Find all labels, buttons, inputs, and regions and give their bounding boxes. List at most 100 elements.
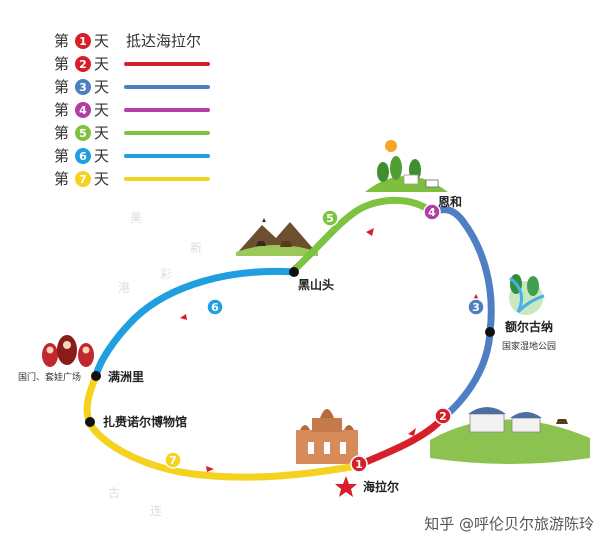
yurt-roof bbox=[468, 407, 506, 414]
legend-prefix: 第 bbox=[54, 55, 69, 73]
legend-suffix: 天 bbox=[94, 32, 109, 50]
church-dome-icon bbox=[344, 425, 354, 430]
legend-suffix: 天 bbox=[94, 170, 109, 188]
place-labels: 恩和 黑山头 额尔古纳 国家湿地公园 满洲里 国门、套娃广场 扎赉诺尔博物馆 海… bbox=[18, 194, 556, 494]
legend-day-number: 2 bbox=[79, 58, 87, 71]
tree-icon bbox=[390, 156, 402, 180]
stop-dots bbox=[85, 267, 495, 427]
label-erguna-sub: 国家湿地公园 bbox=[502, 340, 556, 352]
yurt-roof bbox=[510, 412, 542, 418]
heishantou-illustration bbox=[236, 218, 318, 256]
route-marker-label: 6 bbox=[211, 301, 219, 314]
tree-icon bbox=[527, 276, 539, 296]
direction-arrow-icon bbox=[366, 228, 374, 236]
legend-suffix: 天 bbox=[94, 78, 109, 96]
route-marker-label: 7 bbox=[169, 454, 177, 467]
church-window bbox=[308, 442, 314, 454]
matryoshka-doll-icon bbox=[57, 335, 77, 365]
moon-icon bbox=[262, 218, 266, 222]
matryoshka-doll-icon bbox=[78, 343, 94, 367]
yurt-icon bbox=[469, 413, 505, 433]
route-segment-day-7 bbox=[83, 372, 360, 481]
church-upper bbox=[312, 418, 342, 432]
svg-text:美: 美 bbox=[130, 211, 142, 225]
legend-day-badge bbox=[75, 33, 91, 49]
direction-arrow-icon bbox=[206, 466, 214, 472]
route-marker-day-2 bbox=[434, 407, 452, 425]
grass-strip bbox=[236, 245, 318, 256]
legend-day-number: 3 bbox=[79, 81, 87, 94]
doll-face bbox=[46, 346, 54, 354]
legend-day-badge bbox=[75, 148, 91, 164]
route-marker-label: 2 bbox=[439, 410, 447, 423]
legend-row-day-6: 第 6 天 bbox=[54, 147, 210, 165]
label-museum: 扎赉诺尔博物馆 bbox=[103, 414, 187, 429]
legend-prefix: 第 bbox=[54, 78, 69, 96]
svg-text:古: 古 bbox=[108, 485, 120, 500]
legend-day-badge bbox=[75, 79, 91, 95]
legend-day-1-text: 抵达海拉尔 bbox=[126, 32, 201, 50]
legend-day-number: 5 bbox=[79, 127, 87, 140]
horse-icon bbox=[556, 419, 568, 424]
legend-day-number: 7 bbox=[79, 173, 87, 186]
direction-arrow-icon bbox=[408, 428, 416, 436]
route-marker-day-4 bbox=[423, 203, 441, 221]
legend-day-badge bbox=[75, 102, 91, 118]
legend-prefix: 第 bbox=[54, 170, 69, 188]
yurt-icon bbox=[511, 417, 541, 433]
legend-suffix: 天 bbox=[94, 147, 109, 165]
legend-day-number: 1 bbox=[79, 35, 87, 48]
route-marker-day-7 bbox=[164, 451, 182, 469]
doll-face bbox=[63, 341, 71, 349]
house-icon bbox=[403, 174, 419, 185]
legend-row-day-2: 第 2 天 bbox=[54, 55, 210, 73]
church-window bbox=[340, 442, 346, 454]
legend-suffix: 天 bbox=[94, 55, 109, 73]
route bbox=[83, 196, 495, 481]
enhe-illustration bbox=[365, 140, 448, 192]
matryoshka-illustration bbox=[42, 335, 94, 367]
legend-prefix: 第 bbox=[54, 147, 69, 165]
church-window bbox=[324, 442, 330, 454]
legend-row-day-7: 第 7 天 bbox=[54, 170, 210, 188]
horse-icon bbox=[256, 241, 266, 246]
route-segment-day-3 bbox=[428, 206, 495, 422]
legend-prefix: 第 bbox=[54, 124, 69, 142]
river-icon bbox=[509, 276, 545, 314]
route-segment-day-6 bbox=[92, 267, 298, 380]
label-hailaer: 海拉尔 bbox=[363, 479, 399, 494]
tree-icon bbox=[377, 162, 389, 182]
stop-dot-heishantou bbox=[289, 267, 299, 277]
route-marker-label: 5 bbox=[326, 212, 334, 225]
svg-text:港: 港 bbox=[118, 281, 130, 295]
route-marker-day-3 bbox=[467, 298, 485, 316]
legend-prefix: 第 bbox=[54, 101, 69, 119]
stop-dot-erguna bbox=[485, 327, 495, 337]
label-erguna: 额尔古纳 bbox=[505, 319, 553, 334]
route-day-markers: 1 2 3 4 5 6 7 bbox=[164, 203, 485, 473]
cow-icon bbox=[425, 179, 439, 188]
legend-day-badge bbox=[75, 56, 91, 72]
route-marker-label: 4 bbox=[428, 206, 436, 219]
church-dome-icon bbox=[300, 425, 310, 430]
horse-icon bbox=[280, 241, 292, 247]
svg-text:彩: 彩 bbox=[160, 267, 172, 281]
legend-suffix: 天 bbox=[94, 124, 109, 142]
legend-row-day-1: 第 1 天 抵达海拉尔 bbox=[54, 32, 201, 50]
church-illustration bbox=[296, 409, 358, 464]
legend-row-day-5: 第 5 天 bbox=[54, 124, 210, 142]
route-marker-day-1 bbox=[350, 455, 368, 473]
legend-day-number: 6 bbox=[79, 150, 87, 163]
legend-suffix: 天 bbox=[94, 101, 109, 119]
label-enhe: 恩和 bbox=[438, 194, 462, 209]
legend-day-badge bbox=[75, 171, 91, 187]
direction-arrow-icon bbox=[180, 314, 187, 320]
legend-row-day-3: 第 3 天 bbox=[54, 78, 210, 96]
svg-text:连: 连 bbox=[150, 503, 162, 518]
doll-face bbox=[82, 346, 90, 354]
grassland bbox=[430, 419, 590, 464]
route-marker-day-6 bbox=[206, 298, 224, 316]
background-faint-marks: 新 彩 港 古 连 美 bbox=[108, 211, 202, 518]
stop-dot-museum bbox=[85, 417, 95, 427]
